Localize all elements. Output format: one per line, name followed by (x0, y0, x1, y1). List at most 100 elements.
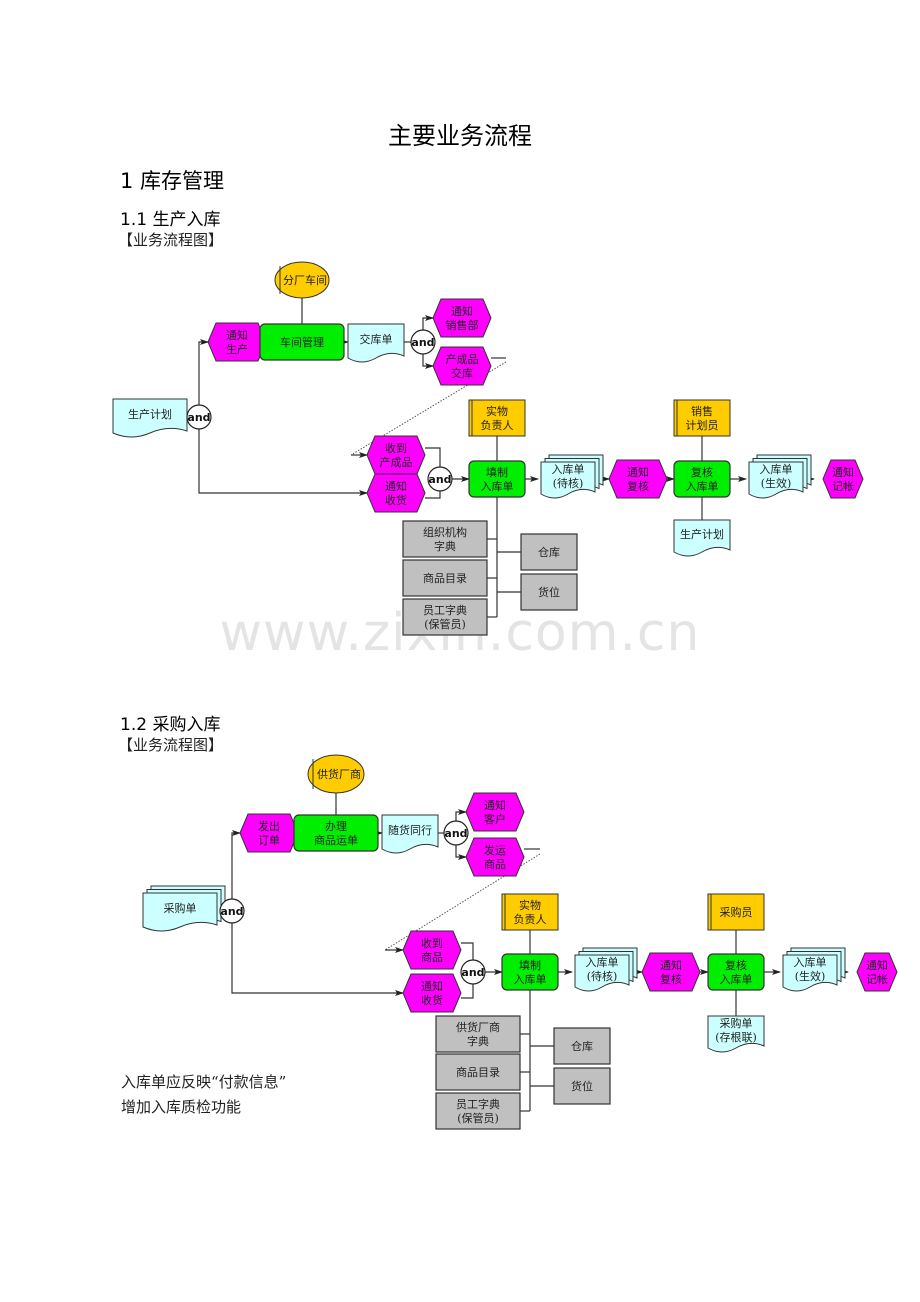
connector-notify-receive-and (461, 984, 474, 999)
event-issue-label: 生产 (226, 342, 248, 356)
document-pending-shape (574, 954, 630, 992)
and-gate-top-shape (443, 820, 469, 846)
org-mid-shape (501, 893, 559, 931)
event-notify-review-label: 复核 (660, 972, 682, 986)
event-notify-receive-shape (366, 473, 426, 513)
and-gate-mid-shape (427, 466, 453, 492)
system-location-shape (553, 1067, 611, 1105)
event-notify-account-shape (822, 459, 864, 499)
event-received-label: 收到 (385, 441, 407, 455)
system-warehouse-shape (553, 1027, 611, 1065)
system-staff-dictionary-label: (保管员) (457, 1111, 499, 1125)
system-staff-dictionary-label: (保管员) (424, 617, 466, 631)
system-dictionary-label: 组织机构 (423, 525, 467, 539)
system-staff-dictionary: 员工字典(保管员) (435, 1092, 521, 1130)
system-staff-dictionary: 员工字典(保管员) (402, 598, 488, 636)
system-dictionary-shape (402, 520, 488, 558)
connector-and-notify-b (455, 845, 467, 860)
event-notify-account-label: 通知 (866, 958, 888, 972)
start-document-shape (142, 892, 218, 932)
system-catalog: 商品目录 (435, 1053, 521, 1091)
function-top-label: 商品运单 (314, 833, 358, 847)
and-gate-top: and (443, 820, 469, 846)
connector-and-notify-a (455, 809, 467, 821)
event-received-label: 商品 (421, 950, 443, 964)
and-gate-start: and (219, 898, 245, 924)
document-pending: 入库单(待核) (574, 947, 638, 992)
event-notify-a-label: 客户 (484, 812, 506, 826)
org-review-label: 采购员 (720, 905, 753, 919)
and-gate-mid-shape (460, 959, 486, 985)
connector-notify-receive-and (425, 491, 441, 499)
event-notify-review-shape (641, 952, 701, 992)
section-heading-purchase-inbound: 1.2 采购入库 (120, 715, 221, 735)
org-mid-label: 负责人 (481, 418, 514, 432)
function-review-receipt-shape (673, 460, 731, 498)
system-staff-dictionary-label: 员工字典 (456, 1097, 500, 1111)
and-gate-top-label: and (444, 827, 467, 840)
org-mid-label: 负责人 (514, 912, 547, 926)
system-staff-dictionary-shape (402, 598, 488, 636)
document-effective: 入库单(生效) (782, 947, 846, 992)
system-catalog: 商品目录 (402, 559, 488, 597)
document-review-below-label: 生产计划 (680, 527, 724, 541)
connector-and-to-notify-receive (231, 923, 404, 996)
system-location: 货位 (553, 1067, 611, 1105)
system-location-shape (520, 573, 578, 611)
function-review-receipt-label: 入库单 (720, 973, 753, 986)
system-catalog-shape (402, 559, 488, 597)
org-top-label: 供货厂商 (317, 767, 361, 781)
event-notify-account-shape (856, 952, 898, 992)
event-notify-review-label: 通知 (627, 465, 649, 479)
event-ship-label: 交库 (451, 366, 473, 380)
event-notify-a-shape (465, 792, 525, 832)
start-document-label: 采购单 (164, 901, 197, 915)
and-gate-start-shape (219, 898, 245, 924)
event-issue-label: 通知 (226, 328, 248, 342)
document-top-label: 交库单 (360, 332, 393, 346)
system-location-label: 货位 (571, 1079, 593, 1093)
system-catalog-shape (435, 1053, 521, 1091)
document-review-below: 采购单(存根联) (707, 1015, 765, 1053)
system-warehouse: 仓库 (553, 1027, 611, 1065)
page-title: 主要业务流程 (388, 122, 532, 150)
event-notify-account-label: 通知 (832, 465, 854, 479)
document-top-label: 随货同行 (388, 823, 432, 837)
org-mid-shape (468, 399, 526, 437)
document-pending-label: (待核) (587, 969, 618, 983)
document-effective: 入库单(生效) (748, 454, 812, 499)
document-pending: 入库单(待核) (540, 454, 604, 499)
event-received-label: 产成品 (380, 455, 413, 469)
system-location-label: 货位 (538, 585, 560, 599)
event-issue-label: 发出 (258, 819, 280, 833)
org-top-shape (274, 261, 330, 299)
org-top: 供货厂商 (307, 754, 365, 794)
function-fill-receipt-label: 填制 (519, 958, 541, 972)
document-top: 随货同行 (381, 814, 439, 854)
event-notify-a-label: 通知 (451, 304, 473, 318)
and-gate-top: and (410, 329, 436, 355)
function-review-receipt-label: 复核 (725, 958, 747, 972)
function-fill-receipt-shape (468, 460, 526, 498)
connector-and-notify-a (422, 315, 434, 330)
document-pending-label: (待核) (553, 476, 584, 490)
org-review-label: 销售 (691, 404, 713, 418)
function-fill-receipt-label: 入库单 (514, 973, 547, 986)
event-notify-a-label: 销售部 (446, 318, 479, 332)
document-top: 交库单 (347, 323, 405, 363)
start-document: 生产计划 (112, 398, 188, 438)
start-document-label: 生产计划 (128, 407, 172, 421)
system-staff-dictionary-label: 员工字典 (423, 603, 467, 617)
system-warehouse-label: 仓库 (538, 545, 560, 559)
system-staff-dictionary-shape (435, 1092, 521, 1130)
event-ship-label: 产成品 (446, 352, 479, 366)
